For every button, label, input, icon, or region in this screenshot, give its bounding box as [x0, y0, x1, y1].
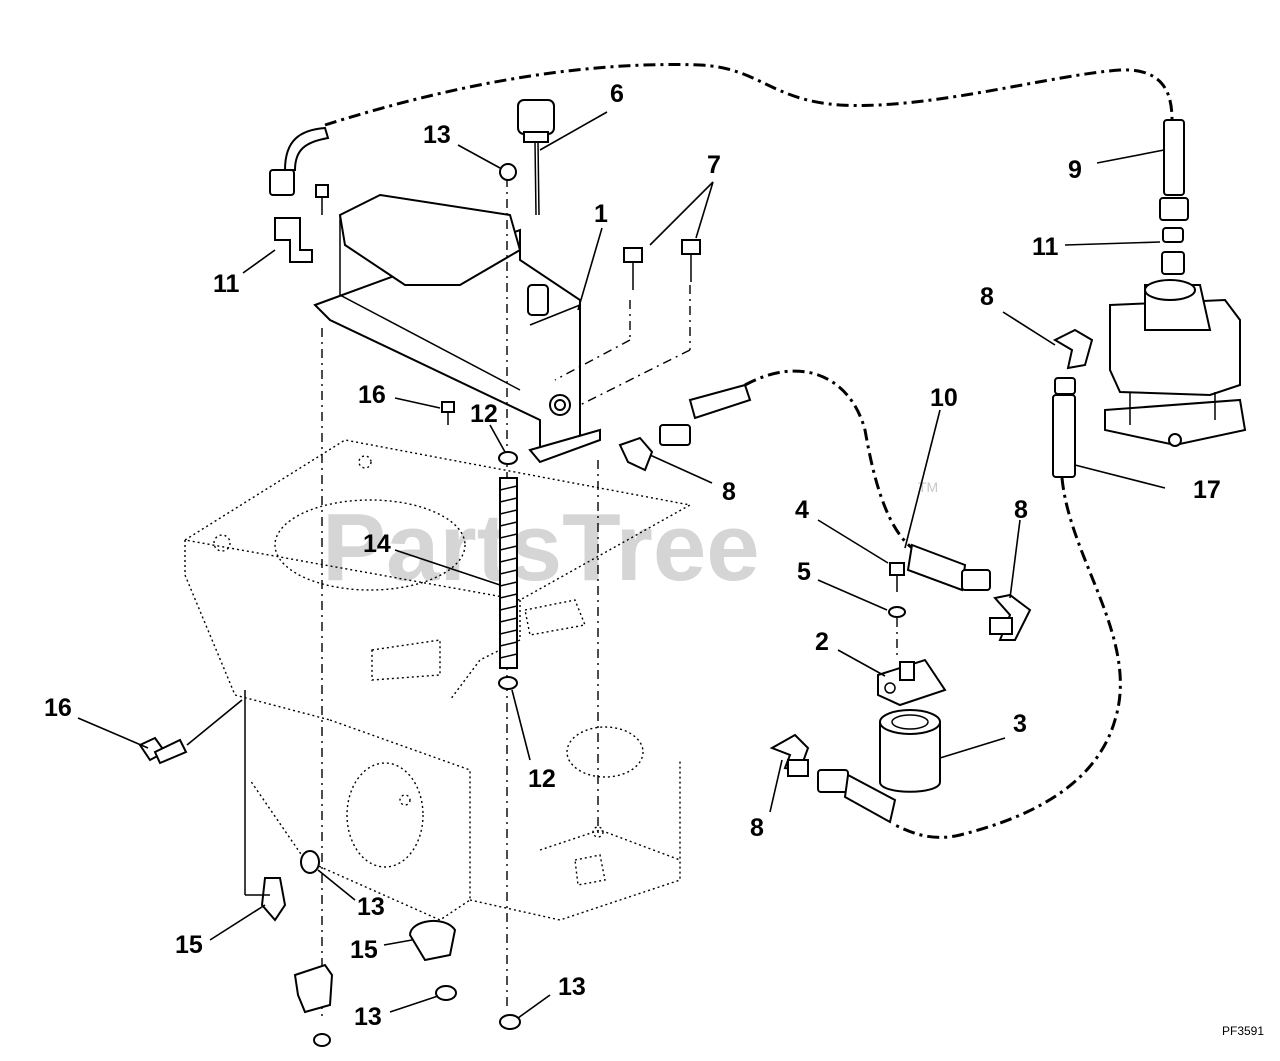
callout-16-top: 16 [358, 381, 386, 409]
callout-15-left: 15 [175, 931, 203, 959]
svg-text:TM: TM [918, 479, 938, 495]
callout-17: 17 [1193, 476, 1221, 504]
fuel-filter-3 [879, 709, 941, 793]
nut-13-bot [499, 1014, 521, 1030]
callout-13-bot-right: 13 [558, 973, 586, 1001]
callout-5: 5 [797, 558, 811, 586]
drawing-code: PF3591 [1222, 1024, 1264, 1038]
callout-2: 2 [815, 628, 829, 656]
hose-right-loop [894, 477, 1122, 839]
callout-8-bot: 8 [750, 814, 764, 842]
callout-6: 6 [610, 80, 624, 108]
fitting-11-left [269, 126, 330, 263]
callout-7: 7 [707, 151, 721, 179]
callout-11-left: 11 [213, 270, 240, 298]
bolt-16-left [138, 736, 188, 765]
elbow-8-top-right [1052, 328, 1094, 478]
callout-3: 3 [1013, 710, 1027, 738]
callout-10: 10 [930, 384, 958, 412]
elbow-8-mid [618, 383, 752, 472]
chassis-frame [183, 439, 693, 921]
bolt-7-leaders [554, 339, 691, 406]
nut-13-top [499, 163, 517, 181]
nut-13-lower-left [313, 1033, 331, 1047]
clip-15-mid [408, 919, 457, 962]
hose-10-fitting [906, 543, 991, 592]
svg-text:PartsTree: PartsTree [322, 494, 760, 601]
callout-8-mid: 8 [722, 478, 736, 506]
bolt-4 [889, 562, 905, 592]
fitting-8-right [989, 617, 1013, 635]
callout-8-right: 8 [1014, 496, 1028, 524]
bracket-lower [293, 963, 334, 1014]
washer-5 [888, 606, 906, 618]
fitting-9-11-right [1159, 119, 1189, 275]
callout-4: 4 [795, 496, 809, 524]
bolt-16-top [441, 401, 455, 425]
callout-13-mid: 13 [357, 893, 385, 921]
fuel-tank-bracket [313, 193, 601, 464]
bolts-7 [623, 239, 701, 290]
leader-lines [77, 111, 1166, 1019]
callout-12-top: 12 [470, 400, 498, 428]
callout-11-right: 11 [1032, 233, 1059, 261]
callout-9: 9 [1068, 156, 1082, 184]
clip-15-left [244, 690, 287, 922]
callout-13-top: 13 [423, 121, 451, 149]
callout-labels: 6 13 7 1 9 11 11 8 10 16 12 8 17 4 8 14 … [44, 80, 1221, 1031]
callout-15-mid: 15 [350, 936, 378, 964]
callout-12-bot: 12 [528, 765, 556, 793]
callout-1: 1 [594, 200, 608, 228]
spring-14 [498, 451, 518, 690]
screw-top-left [315, 184, 329, 215]
callout-8-top: 8 [980, 283, 994, 311]
hose-10-loop [744, 369, 916, 552]
nut-13-mid [300, 850, 320, 874]
callout-14: 14 [363, 530, 391, 558]
nut-13-bot-right [435, 985, 457, 1001]
return-hose-top [324, 63, 1174, 127]
fuel-cap-6 [517, 99, 555, 216]
filter-head-2 [877, 658, 947, 707]
callout-13-bot-left: 13 [354, 1003, 382, 1031]
fuel-pump [1104, 279, 1247, 447]
callout-16-left: 16 [44, 694, 72, 722]
elbow-8-bottom [769, 733, 897, 824]
partstree-watermark: PartsTree TM [322, 479, 938, 601]
